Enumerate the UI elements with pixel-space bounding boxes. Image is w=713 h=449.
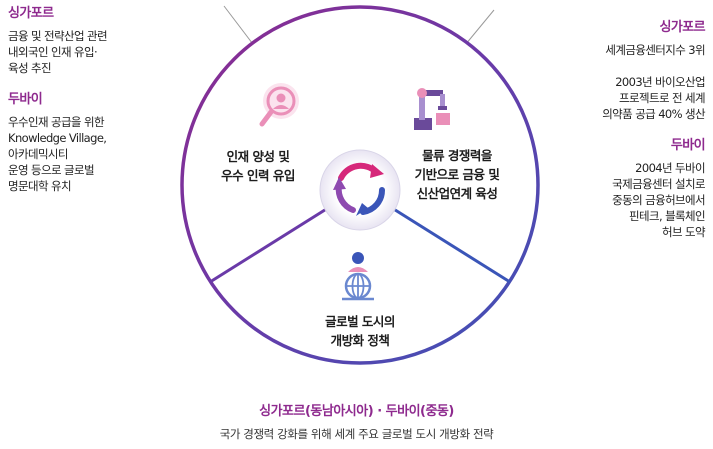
left-singapore-title: 싱가포르 (8, 6, 54, 21)
right-panel: 싱가포르 세계금융센터지수 3위 2003년 바이오산업 프로젝트로 전 세계 … (565, 20, 705, 240)
left-dubai-title: 두바이 (8, 92, 43, 107)
left-singapore-text: 금융 및 전략산업 관련 내외국인 인재 유입· 육성 추진 (8, 29, 108, 75)
globe-person-icon (342, 252, 374, 301)
right-dubai-title: 두바이 (670, 138, 706, 153)
spoke-lower-left (209, 206, 329, 284)
person-magnifier-icon (259, 83, 299, 127)
cycle-arrows-icon (333, 162, 386, 216)
left-panel: 싱가포르 금융 및 전략산업 관련 내외국인 인재 유입· 육성 추진 두바이 … (8, 6, 168, 194)
center-hub (319, 149, 401, 231)
left-dubai-text: 우수인재 공급을 위한 Knowledge Village, 아카데믹시티 운영… (8, 115, 107, 193)
right-singapore-text: 세계금융센터지수 3위 2003년 바이오산업 프로젝트로 전 세계 의약품 공… (602, 43, 705, 121)
robot-arm-icon (414, 88, 450, 130)
right-singapore-title: 싱가포르 (659, 20, 706, 35)
footer-title: 싱가포르(동남아시아) · 두바이(중동) (259, 404, 454, 419)
segment-openness-label: 글로벌 도시의 개방화 정책 (325, 314, 395, 348)
segment-logistics-label: 물류 경쟁력을 기반으로 금융 및 신산업연계 육성 (414, 148, 500, 201)
footer-subtitle: 국가 경쟁력 강화를 위해 세계 주요 글로벌 도시 개방화 전략 (219, 427, 494, 441)
spoke-lower-right (391, 206, 511, 284)
segment-talent-label: 인재 양성 및 우수 인력 유입 (221, 149, 295, 183)
right-dubai-text: 2004년 두바이 국제금융센터 설치로 중동의 금융허브에서 핀테크, 블록체… (612, 161, 705, 239)
